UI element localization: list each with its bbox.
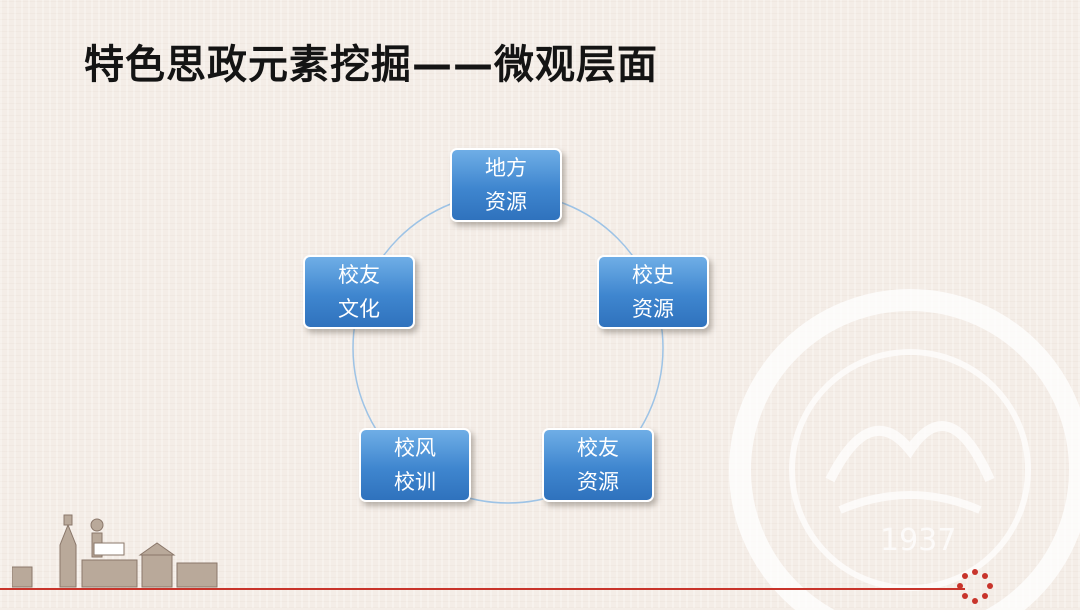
footer-logo-icon (957, 569, 993, 604)
cycle-node-local-resources: 地方 资源 (450, 148, 562, 222)
seal-year: 1937 (880, 523, 956, 558)
cycle-node-alumni-culture: 校友 文化 (303, 255, 415, 329)
cycle-node-alumni-resources: 校友 资源 (542, 428, 654, 502)
node-label: 校友 资源 (577, 436, 619, 494)
node-label: 地方 资源 (485, 156, 527, 214)
cycle-node-school-history-resources: 校史 资源 (597, 255, 709, 329)
campus-skyline-illustration (12, 514, 218, 588)
cycle-node-school-spirit-motto: 校风 校训 (359, 428, 471, 502)
slide-title: 特色思政元素挖掘——微观层面 (84, 42, 658, 88)
node-label: 校友 文化 (338, 263, 380, 321)
node-label: 校风 校训 (394, 436, 436, 494)
footer-divider-line (0, 588, 965, 590)
node-label: 校史 资源 (632, 263, 674, 321)
university-seal-watermark: 1937 (729, 289, 1080, 610)
